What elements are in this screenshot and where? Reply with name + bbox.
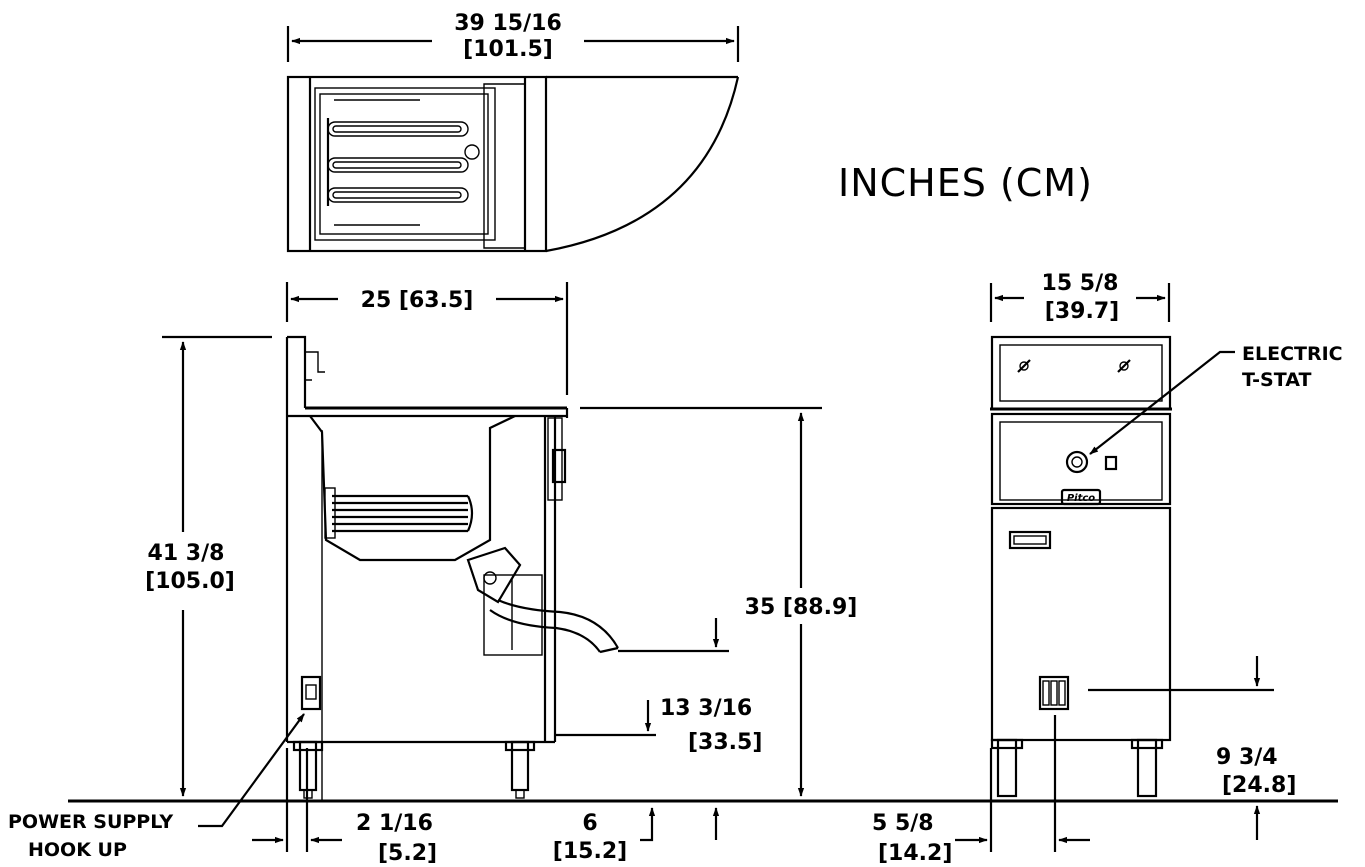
front-indicator-light [1104, 455, 1118, 471]
top-view: 39 15/16 [101.5] INCHES (CM) [286, 11, 1093, 253]
side-legs [292, 740, 536, 799]
overall-height-cm: [105.0] [145, 569, 235, 594]
units-note: INCHES (CM) [838, 161, 1093, 205]
front-offset-cm: [14.2] [878, 841, 952, 866]
power-offset-inches: 2 1/16 [356, 811, 433, 836]
leg-height-cm: [15.2] [553, 839, 627, 864]
side-view: 25 [63.5] 41 3/8 [105.0] 35 [88.9] [8, 282, 857, 866]
front-backsplash [990, 335, 1172, 411]
door-handle [1008, 530, 1052, 550]
side-heating-element [324, 487, 474, 539]
top-width-inches: 39 15/16 [454, 11, 562, 36]
power-leader-arrow [198, 713, 305, 828]
drain-height-cm: [33.5] [688, 730, 762, 755]
depth-label: 25 [63.5] [361, 288, 474, 313]
front-power-height-inches: 9 3/4 [1216, 745, 1278, 770]
drain-height-inches: 13 3/16 [660, 696, 752, 721]
door-swing-arc [545, 76, 740, 253]
side-power-box [300, 675, 322, 711]
power-label-line1: POWER SUPPLY [8, 811, 173, 833]
tstat-knob [1065, 450, 1089, 474]
overall-height-inches: 41 3/8 [148, 541, 225, 566]
tstat-leader-arrow [1089, 350, 1235, 455]
work-height-label: 35 [88.9] [745, 595, 858, 620]
side-thermostat-knob [551, 448, 567, 484]
drain-valve [466, 546, 619, 656]
front-legs [990, 738, 1164, 798]
frypot-profile [309, 415, 516, 562]
top-heating-elements [326, 99, 480, 226]
front-width-inches: 15 5/8 [1042, 271, 1119, 296]
brand-plate [1060, 488, 1102, 506]
front-power-terminal [1038, 675, 1070, 711]
power-offset-cm: [5.2] [378, 841, 437, 866]
brand-text: Pitco [1067, 493, 1095, 504]
front-width-cm: [39.7] [1045, 299, 1119, 324]
tstat-label-line1: ELECTRIC [1242, 343, 1343, 365]
leg-height-arrow-left [640, 807, 656, 842]
top-fryer-body [286, 75, 548, 253]
power-label-line2: HOOK UP [28, 839, 127, 861]
top-width-cm: [101.5] [463, 37, 553, 62]
leg-height-inches: 6 [582, 811, 597, 836]
front-door [990, 506, 1172, 742]
front-view: 15 5/8 [39.7] Pitco 9 3/4 [872, 271, 1343, 866]
front-power-height-cm: [24.8] [1222, 773, 1296, 798]
tstat-label-line2: T-STAT [1242, 369, 1311, 391]
front-offset-inches: 5 5/8 [872, 811, 934, 836]
